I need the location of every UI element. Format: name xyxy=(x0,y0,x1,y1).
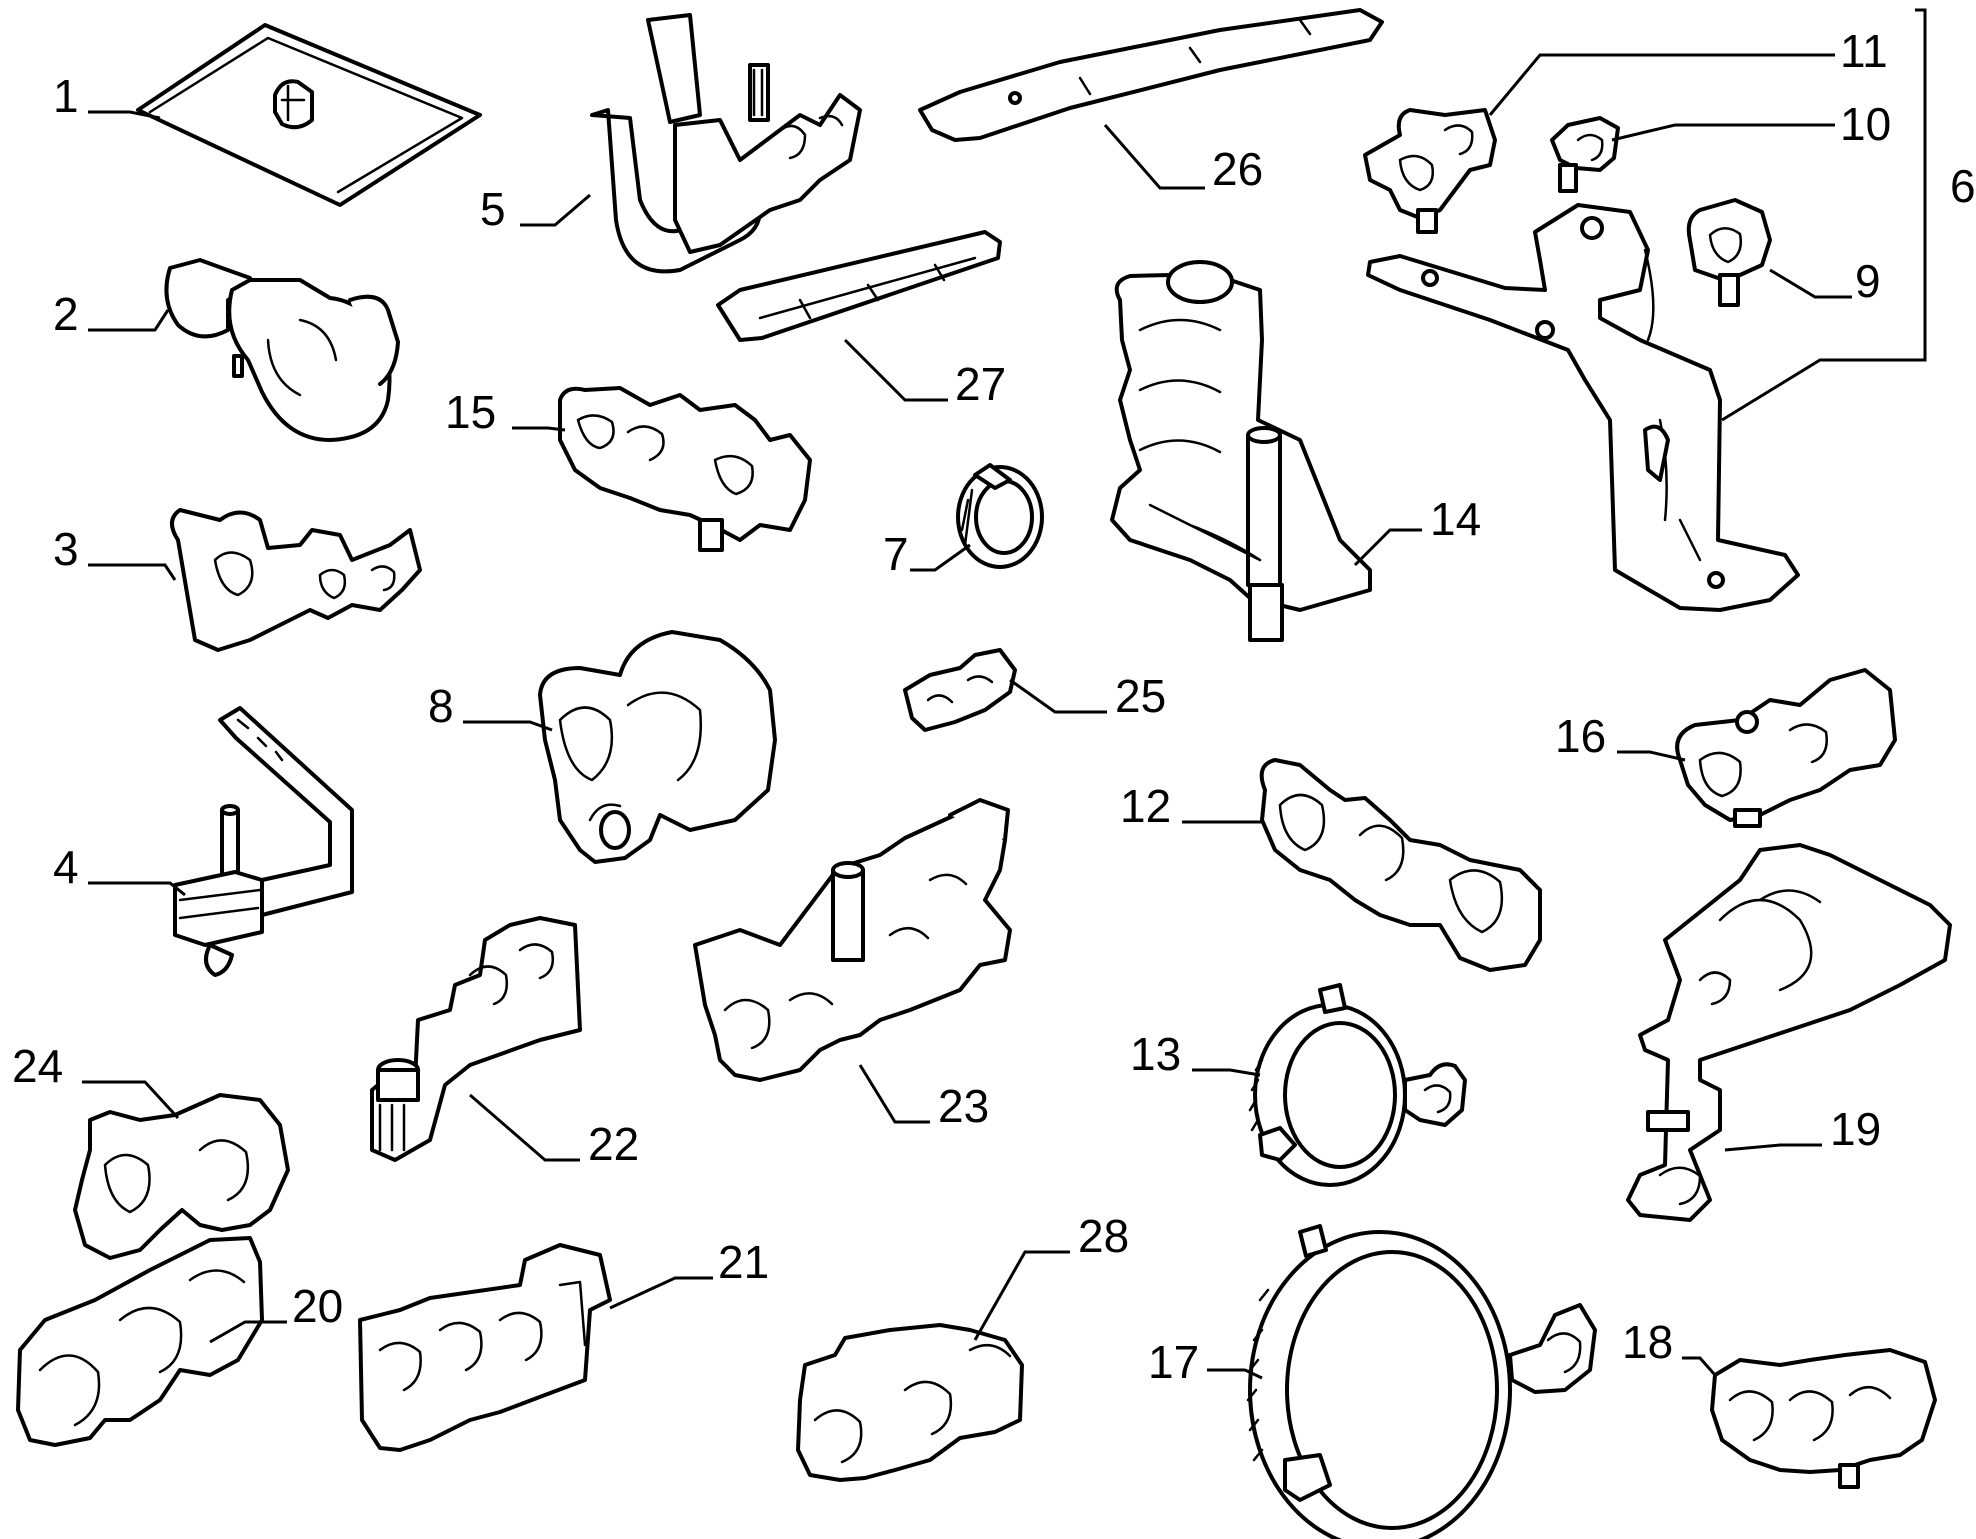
callout-7: 7 xyxy=(883,528,909,580)
callout-6: 6 xyxy=(1950,160,1976,212)
callout-15: 15 xyxy=(445,386,496,438)
part-1-tray-clip xyxy=(136,23,482,207)
leader-lines xyxy=(82,8,1927,1380)
part-6-mounting-bracket xyxy=(1366,203,1800,612)
leader-25 xyxy=(1009,678,1107,714)
callout-22: 22 xyxy=(588,1118,639,1170)
leader-11 xyxy=(1488,53,1835,116)
part-27-short-strip xyxy=(716,230,1002,342)
leader-15 xyxy=(512,426,566,432)
leader-17 xyxy=(1207,1368,1263,1380)
callout-20: 20 xyxy=(292,1280,343,1332)
part-8-double-clip xyxy=(538,630,777,864)
callout-10: 10 xyxy=(1840,98,1891,150)
part-3-clip-strip xyxy=(170,508,422,652)
callout-21: 21 xyxy=(718,1236,769,1288)
callout-12: 12 xyxy=(1120,780,1171,832)
callout-3: 3 xyxy=(53,523,79,575)
callout-19: 19 xyxy=(1830,1103,1881,1155)
leader-28 xyxy=(973,1250,1070,1341)
leader-4 xyxy=(88,881,186,897)
part-28-holder xyxy=(796,1323,1024,1482)
leader-22 xyxy=(469,1093,580,1162)
callout-28: 28 xyxy=(1078,1210,1129,1262)
callout-5: 5 xyxy=(480,183,506,235)
part-14-stacked-holder xyxy=(1110,260,1372,642)
part-25-tiny-clip xyxy=(903,648,1017,732)
part-22-holder xyxy=(370,916,582,1162)
leader-23 xyxy=(858,1064,930,1124)
leader-14 xyxy=(1353,528,1422,567)
leader-6 xyxy=(1721,8,1927,422)
leader-3 xyxy=(88,563,177,581)
callout-14: 14 xyxy=(1430,493,1481,545)
part-21-multi-holder xyxy=(358,1243,612,1452)
leader-10 xyxy=(1611,123,1835,142)
part-7-ring-clamp xyxy=(956,463,1044,569)
part-23-assembly xyxy=(693,798,1012,1082)
part-15-triple-clip xyxy=(558,386,812,552)
part-16-double-clip xyxy=(1675,668,1897,828)
part-20-triple-saddle xyxy=(16,1236,264,1447)
leader-26 xyxy=(1103,124,1205,190)
callout-23: 23 xyxy=(938,1080,989,1132)
leader-1 xyxy=(88,110,161,120)
callout-2: 2 xyxy=(53,288,79,340)
part-9-clip xyxy=(1686,198,1772,307)
callout-8: 8 xyxy=(428,680,454,732)
part-26-long-strip xyxy=(918,8,1384,142)
callout-26: 26 xyxy=(1212,143,1263,195)
callout-27: 27 xyxy=(955,358,1006,410)
callout-17: 17 xyxy=(1148,1336,1199,1388)
part-18-double-clip xyxy=(1710,1348,1937,1489)
part-5-strap-bracket xyxy=(590,13,862,274)
part-12-triple-clip xyxy=(1259,758,1542,972)
leader-20 xyxy=(209,1320,287,1344)
leader-24 xyxy=(82,1080,180,1120)
callout-13: 13 xyxy=(1130,1028,1181,1080)
part-10-clip xyxy=(1550,116,1620,193)
callout-4: 4 xyxy=(53,841,79,893)
leader-13 xyxy=(1192,1068,1261,1077)
leader-19 xyxy=(1724,1143,1822,1152)
callout-9: 9 xyxy=(1855,255,1881,307)
part-4-bracket-pin xyxy=(173,706,354,977)
part-13-ring-clamp xyxy=(1248,983,1467,1187)
leader-18 xyxy=(1682,1356,1717,1376)
leader-21 xyxy=(609,1276,713,1310)
callout-numbers: 1 2 3 4 5 6 7 8 9 10 11 12 13 14 15 16 1… xyxy=(12,25,1976,1388)
callout-25: 25 xyxy=(1115,670,1166,722)
part-2-double-clip xyxy=(164,258,400,442)
callout-1: 1 xyxy=(53,70,79,122)
callout-18: 18 xyxy=(1622,1316,1673,1368)
part-17-large-ring xyxy=(1246,1224,1597,1539)
leader-2 xyxy=(88,309,170,332)
callout-16: 16 xyxy=(1555,710,1606,762)
leader-9 xyxy=(1769,268,1852,299)
part-19-combined-bracket xyxy=(1626,843,1952,1222)
part-24-double-clip xyxy=(73,1093,290,1260)
callout-24: 24 xyxy=(12,1040,63,1092)
leader-5 xyxy=(520,193,591,227)
leader-27 xyxy=(843,338,948,402)
leader-8 xyxy=(463,720,553,732)
part-11-clip xyxy=(1363,108,1497,234)
leader-16 xyxy=(1617,750,1686,762)
callout-11: 11 xyxy=(1840,25,1888,77)
leader-7 xyxy=(910,543,971,572)
